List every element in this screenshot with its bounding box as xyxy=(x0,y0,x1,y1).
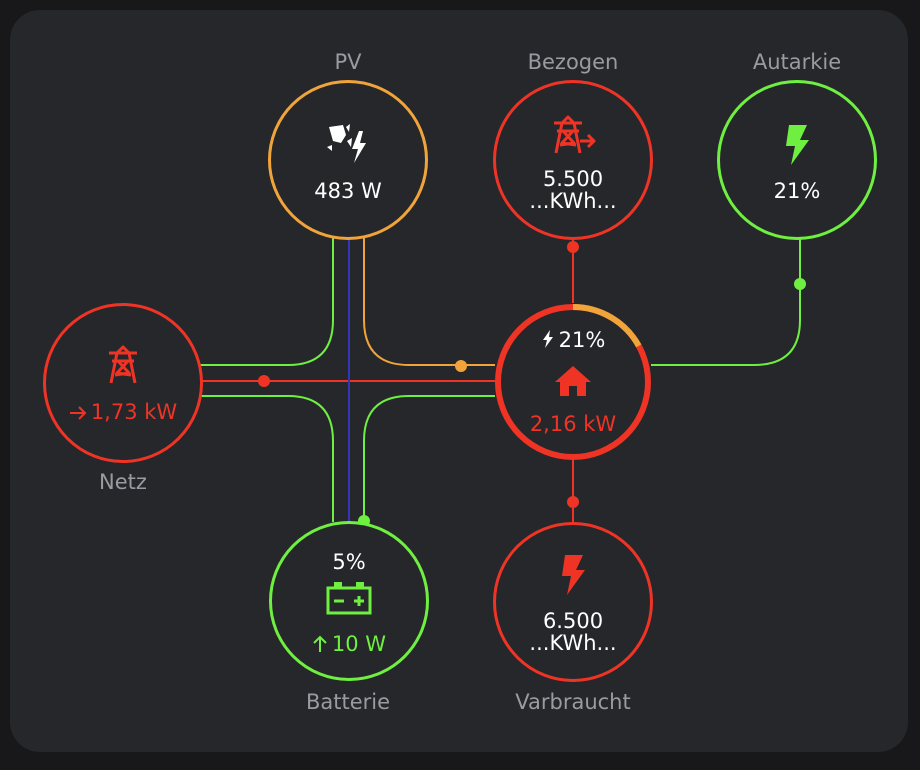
flow-pv-home xyxy=(363,238,495,366)
autarkie-node[interactable]: 21% xyxy=(717,80,877,240)
bezogen-node[interactable]: 5.500 ...KWh... xyxy=(493,80,653,240)
verbraucht-label: Varbraucht xyxy=(515,690,631,714)
netz-value-row: 1,73 kW xyxy=(46,400,200,426)
pv-value: 483 W xyxy=(314,179,382,203)
lightning-bolt-icon xyxy=(496,553,650,597)
flow-home-autarkie xyxy=(651,238,801,366)
arrow-right-icon xyxy=(69,402,87,426)
autarkie-label: Autarkie xyxy=(752,50,842,74)
bezogen-value-line1: 5.500 xyxy=(542,167,604,191)
flow-batterie-home xyxy=(363,395,495,522)
batterie-label: Batterie xyxy=(305,690,391,714)
home-autarky-value: 21% xyxy=(558,328,606,352)
lightning-bolt-icon xyxy=(720,123,874,167)
home-node[interactable]: 21% 2,16 kW xyxy=(493,302,653,462)
batterie-node[interactable]: 5% 10 W xyxy=(269,521,429,681)
autarkie-value: 21% xyxy=(773,179,821,203)
bezogen-label: Bezogen xyxy=(527,50,619,74)
flash-icon xyxy=(541,329,555,354)
netz-node[interactable]: 1,73 kW xyxy=(43,303,203,463)
flow-dot-pv-home xyxy=(455,360,467,372)
flow-dot-home-autarkie xyxy=(794,278,806,290)
arrow-up-icon xyxy=(312,634,328,658)
verbraucht-value-line2: ...KWh... xyxy=(529,631,617,655)
flow-pv-netz xyxy=(200,238,334,366)
batterie-value-row: 10 W xyxy=(272,632,426,658)
home-autarky-row: 21% xyxy=(493,328,653,354)
verbraucht-node[interactable]: 6.500 ...KWh... xyxy=(493,522,653,682)
verbraucht-value-line1: 6.500 xyxy=(542,609,604,633)
flow-dot-netz-home xyxy=(258,375,270,387)
home-value: 2,16 kW xyxy=(529,412,617,436)
battery-icon xyxy=(272,580,426,616)
pv-node[interactable]: 483 W xyxy=(268,80,428,240)
home-solar-arc xyxy=(572,304,642,348)
flow-dot-bezogen-home xyxy=(567,241,579,253)
transmission-tower-icon xyxy=(46,344,200,386)
batterie-soc: 5% xyxy=(332,550,366,574)
home-icon xyxy=(493,364,653,398)
transmission-tower-import-icon xyxy=(496,115,650,155)
flow-dot-home-verbraucht xyxy=(567,496,579,508)
solar-power-icon xyxy=(271,123,425,167)
netz-label: Netz xyxy=(99,470,147,494)
pv-label: PV xyxy=(334,50,362,74)
batterie-value: 10 W xyxy=(331,632,387,656)
netz-value: 1,73 kW xyxy=(90,400,178,424)
bezogen-value-line2: ...KWh... xyxy=(529,189,617,213)
flow-netz-batterie xyxy=(200,395,334,522)
